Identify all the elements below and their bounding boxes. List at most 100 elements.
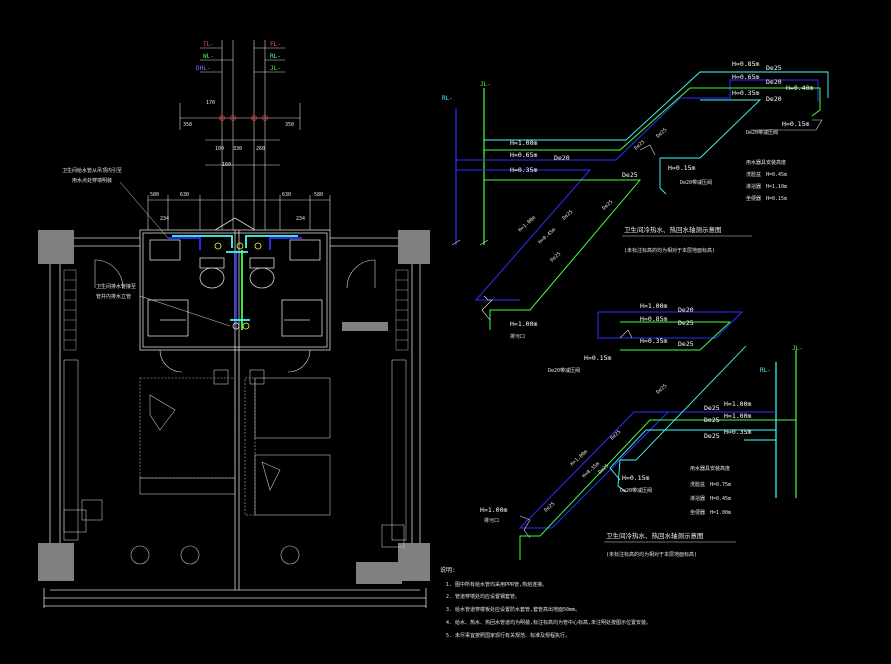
upper-de25-diag-e: De25	[601, 199, 614, 212]
upper-h035: H=0.35m	[732, 89, 759, 97]
plan-note-left-1: 卫生间给水管从吊顶内引至	[62, 167, 122, 174]
lower-h085: H=0.85m	[640, 315, 667, 323]
upper-h100-c: H=1.00m	[510, 320, 537, 328]
upper-h040: H=0.40m	[786, 84, 813, 92]
riser-label-wl: WL-	[203, 53, 214, 60]
upper-legend-1-name: 淋浴器	[746, 183, 761, 190]
lower-riser-rl: RL-	[760, 367, 771, 374]
lower-note-a: De20带减压阀	[548, 367, 580, 374]
dim-630-right: 630	[282, 192, 291, 198]
lower-legend-1-name: 淋浴器	[690, 495, 705, 502]
upper-h085: H=0.85m	[732, 60, 759, 68]
upper-de20-c: De20	[554, 154, 570, 162]
dim-330: 330	[233, 146, 242, 152]
upper-h100-diag: H=1.00m	[517, 215, 537, 234]
upper-de25: De25	[766, 64, 782, 72]
plan-texts: TL- FL- WL- RL- DHL- JL- 100 330 260 580…	[62, 41, 323, 327]
lower-axon-texts: RL- JL- H=1.00m De20 H=0.85m De25 H=0.35…	[480, 302, 803, 558]
window-left	[63, 269, 77, 351]
riser-leaders	[147, 40, 331, 230]
lower-h100-c: H=1.00m	[724, 412, 751, 420]
furniture	[63, 359, 407, 565]
upper-h015: H=0.15m	[782, 120, 809, 128]
riser-label-fl: FL-	[270, 41, 281, 48]
upper-de20: De20	[766, 78, 782, 86]
doors	[94, 259, 376, 373]
floor-plan	[38, 40, 430, 608]
note-item-1: 1. 图中所有给水管均采用PPR管,热熔连接。	[446, 581, 547, 588]
upper-de25-e: De25	[622, 171, 638, 179]
dim-580-right: 580	[314, 192, 323, 198]
upper-riser-rl: RL-	[442, 95, 453, 102]
lower-axonometric: De25 De25 H=1.00m H=0.35m De25 De25	[518, 311, 797, 560]
dim-260: 260	[256, 146, 265, 152]
lower-legend-0-name: 洗脸盆	[690, 481, 705, 488]
dim-234-a: 234	[160, 216, 169, 222]
window-right	[395, 269, 409, 351]
riser-label-rl: RL-	[270, 53, 281, 60]
lower-h100: H=1.00m	[640, 302, 667, 310]
upper-legend-0-name: 洗脸盆	[746, 171, 761, 178]
dim-580-left: 580	[150, 192, 159, 198]
upper-pressure-valve: De20带减压阀	[680, 179, 712, 186]
upper-de25-diag-a: De25	[655, 127, 668, 140]
general-notes: 说明: 1. 图中所有给水管均采用PPR管,热熔连接。 2. 管道穿墙处均应设置…	[440, 566, 651, 639]
lower-axon-title: 卫生间冷热水、热回水轴测示意图	[606, 531, 704, 540]
upper-drain: 排污口	[510, 333, 525, 340]
outer-walls	[38, 230, 430, 608]
dim-170: 170	[206, 100, 215, 106]
plan-note-left-2: 用水点处穿墙明装	[72, 177, 112, 184]
note-item-2: 2. 管道穿墙处均应设置钢套管。	[446, 593, 520, 600]
upper-legend-2-value: H=0.15m	[766, 196, 787, 202]
upper-legend-2-name: 坐便器	[746, 195, 761, 202]
lower-h015: H=0.15m	[584, 354, 611, 362]
lower-legend-title: 用水器具安装高度	[690, 465, 730, 472]
upper-h035-b: H=0.35m	[510, 166, 537, 174]
note-item-5: 5. 未尽事宜按照国家现行有关规范、标准及规程执行。	[446, 632, 570, 639]
upper-axon-title: 卫生间冷热水、热回水轴测示意图	[624, 225, 722, 234]
notes-heading: 说明:	[440, 566, 456, 574]
lower-drain: 排污口	[484, 517, 499, 524]
lower-h015-b: H=0.15m	[622, 474, 649, 482]
upper-h045-diag: H=0.45m	[537, 227, 557, 246]
upper-note-a: De20带减压阀	[746, 129, 778, 136]
upper-legend-title: 用水器具安装高度	[746, 159, 786, 166]
upper-de25-diag-c: De25	[561, 209, 574, 222]
lower-h100-diag: H=1.00m	[569, 449, 589, 468]
upper-h065-b: H=0.65m	[510, 151, 537, 159]
dim-350-b: 350	[285, 122, 294, 128]
lower-legend-2-name: 坐便器	[690, 509, 705, 516]
lower-legend-1-value: H=0.45m	[710, 496, 731, 502]
lower-de25-e: De25	[704, 432, 720, 440]
lower-de25-diag-b: De25	[609, 429, 622, 442]
lower-de25-d: De25	[704, 416, 720, 424]
lower-h035: H=0.35m	[640, 337, 667, 345]
upper-h065: H=0.65m	[732, 73, 759, 81]
upper-de20-b: De20	[766, 95, 782, 103]
upper-axon-subtitle: (未标注标高的均为相对于本层地面标高)	[624, 247, 715, 254]
dim-350-a: 350	[183, 122, 192, 128]
upper-de25-diag-d: De25	[549, 251, 562, 264]
lower-legend-0-value: H=0.75m	[710, 482, 731, 488]
lower-axon-subtitle: (未标注标高的均为相对于本层地面标高)	[606, 551, 697, 558]
plan-note-mid-2: 管井内排水立管	[96, 293, 131, 300]
upper-legend-0-value: H=0.45m	[766, 172, 787, 178]
lower-de25-diag-a: De25	[655, 383, 668, 396]
riser-label-tl: TL-	[203, 41, 214, 48]
note-item-4: 4. 给水、热水、热回水管道均为明装,标注标高均为管中心标高,未注明处按图示位置…	[446, 619, 651, 626]
lower-legend-2-value: H=1.00m	[710, 510, 731, 516]
lower-note-b: De20带减压阀	[620, 487, 652, 494]
dim-630-left: 630	[180, 192, 189, 198]
upper-h015-b: H=0.15m	[668, 164, 695, 172]
lower-h100-d: H=1.00m	[480, 506, 507, 514]
note-item-3: 3. 给水管道穿楼板处应设置防水套管,套管高出地面50mm。	[446, 606, 580, 613]
plan-note-mid-1: 卫生间排水管接至	[96, 283, 136, 290]
dim-100: 100	[215, 146, 224, 152]
lower-de25-b: De25	[678, 340, 694, 348]
riser-label-dhl: DHL-	[196, 65, 210, 72]
lower-de25-c: De25	[704, 404, 720, 412]
pipes-plan	[168, 235, 302, 330]
upper-riser-jl: JL-	[480, 81, 491, 88]
riser-label-jl: JL-	[270, 65, 281, 72]
